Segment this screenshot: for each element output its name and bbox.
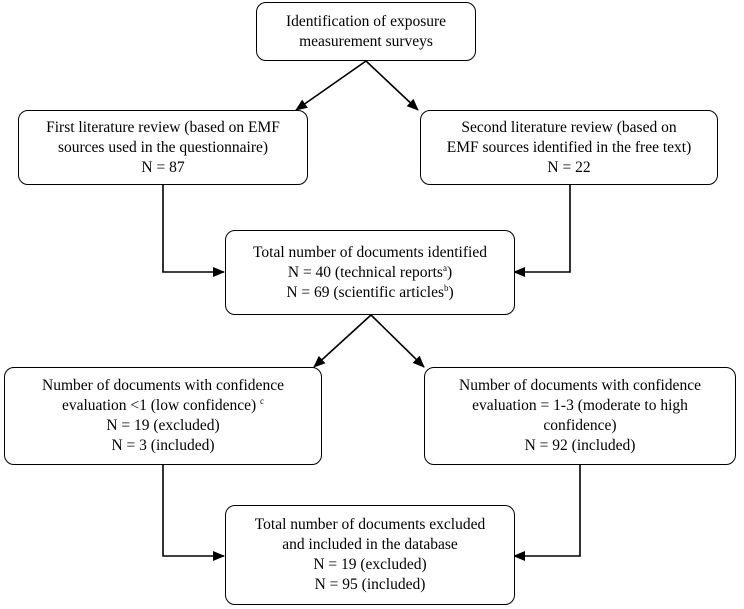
second-review-line-1: Second literature review (based on: [461, 118, 677, 136]
second-review-box: Second literature review (based on EMF s…: [420, 110, 718, 185]
arrow-to-second-review: [365, 60, 419, 111]
footnote-a: a: [442, 262, 447, 273]
arrow-low-to-final: [162, 465, 225, 561]
low-confidence-box: Number of documents with confidence eval…: [4, 367, 322, 465]
total-identified-box: Total number of documents identified N =…: [225, 230, 515, 315]
arrow-first-to-total: [162, 185, 225, 277]
total-identified-line-1: Total number of documents identified: [253, 243, 487, 261]
identification-line-1: Identification of exposure: [285, 12, 447, 30]
total-identified-scientific-articles: N = 69 (scientific articlesb): [286, 283, 453, 303]
technical-reports-close: ): [446, 263, 453, 281]
scientific-articles-text: N = 69 (scientific articles: [286, 283, 444, 301]
low-confidence-evaluation-text: evaluation <1 (low confidence): [61, 397, 261, 414]
arrow-to-first-review: [295, 60, 367, 111]
arrow-second-to-total: [513, 185, 571, 277]
final-included: N = 95 (included): [314, 576, 426, 593]
first-review-line-2: sources used in the questionnaire): [57, 138, 269, 156]
moderate-high-line-2: evaluation = 1-3 (moderate to high: [472, 397, 688, 414]
arrow-to-moderate-high: [370, 314, 425, 368]
moderate-high-included: N = 92 (included): [524, 437, 636, 454]
footnote-b: b: [444, 282, 449, 293]
moderate-high-box: Number of documents with confidence eval…: [424, 367, 736, 465]
low-confidence-line-1: Number of documents with confidence: [42, 377, 284, 394]
low-confidence-line-2: evaluation <1 (low confidence) c: [62, 396, 264, 416]
total-identified-technical-reports: N = 40 (technical reportsa): [288, 263, 452, 283]
moderate-high-line-1: Number of documents with confidence: [459, 377, 701, 394]
second-review-line-2: EMF sources identified in the free text): [446, 138, 692, 156]
moderate-high-line-3: confidence): [543, 417, 617, 434]
final-line-1: Total number of documents excluded: [254, 516, 486, 533]
arrow-moderate-to-final: [513, 465, 581, 561]
final-line-2: and included in the database: [282, 536, 458, 553]
low-confidence-included: N = 3 (included): [111, 437, 215, 454]
final-excluded: N = 19 (excluded): [313, 556, 427, 573]
scientific-articles-close: ): [448, 283, 454, 301]
arrow-to-low-confidence: [313, 314, 372, 368]
low-confidence-excluded: N = 19 (excluded): [106, 417, 220, 434]
identification-box: Identification of exposure measurement s…: [256, 2, 476, 61]
first-review-count: N = 87: [141, 158, 185, 176]
first-review-line-1: First literature review (based on EMF: [46, 118, 280, 136]
second-review-count: N = 22: [547, 158, 591, 176]
identification-line-2: measurement surveys: [299, 32, 433, 50]
technical-reports-text: N = 40 (technical reports: [287, 263, 443, 281]
total-excluded-included-box: Total number of documents excluded and i…: [225, 505, 515, 605]
footnote-c: c: [260, 395, 265, 406]
first-review-box: First literature review (based on EMF so…: [18, 110, 308, 185]
